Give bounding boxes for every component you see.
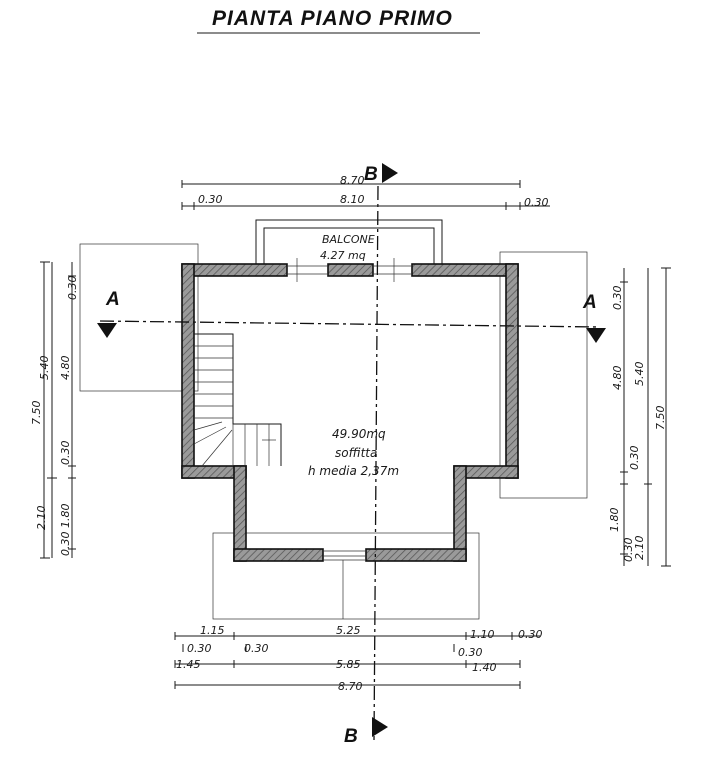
walls — [181, 263, 519, 562]
wall-top-right — [411, 263, 519, 277]
dim-bottom-r2-left2: 0.30 — [244, 642, 269, 655]
dim-left-030b: 0.30 — [59, 441, 72, 466]
dim-right-480: 4.80 — [611, 366, 624, 391]
dim-right-180: 1.80 — [608, 508, 621, 533]
roof-slab-bottom — [212, 532, 480, 620]
wall-top-center — [327, 263, 374, 277]
dim-bottom-r3-right: 1.40 — [472, 661, 497, 674]
wall-bottom-left — [233, 548, 324, 562]
dim-top-right: 0.30 — [524, 196, 549, 209]
room-area: 49.90mq — [332, 427, 386, 441]
dim-bottom-r1-right1: 1.10 — [470, 628, 495, 641]
dim-right-030c: 0.30 — [622, 538, 635, 563]
dim-right-lower: 2.10 — [633, 536, 646, 561]
dim-left-480: 4.80 — [59, 356, 72, 381]
staircase — [193, 333, 282, 467]
dim-left-upper: 5.40 — [38, 356, 51, 381]
dim-left-030c: 0.30 — [59, 532, 72, 557]
wall-lower-left — [233, 465, 247, 562]
dim-bottom-r1-mid: 5.25 — [336, 624, 361, 637]
wall-left — [181, 263, 195, 479]
dim-bottom-r4-total: 8.70 — [338, 680, 363, 693]
roof-slab-left — [79, 243, 199, 392]
plan-title: PIANTA PIANO PRIMO — [212, 7, 453, 30]
dim-right-lines — [620, 267, 671, 567]
section-a-right-arrow — [586, 328, 606, 343]
openings — [287, 258, 412, 561]
dim-left-030a: 0.30 — [66, 276, 79, 301]
section-line-a — [99, 320, 601, 328]
dim-bottom-lines — [174, 632, 540, 689]
balcony-area: 4.27 mq — [320, 249, 366, 262]
dim-bottom-r1-right2: 0.30 — [518, 628, 543, 641]
section-b-top-label: B — [364, 164, 378, 185]
dim-top-mid: 8.10 — [340, 193, 365, 206]
dim-bottom-r3-left: 1.45 — [176, 658, 201, 671]
section-line-b — [373, 185, 379, 741]
dim-top-left: 0.30 — [198, 193, 223, 206]
wall-lower-right — [453, 465, 467, 562]
dim-left-lines — [40, 261, 76, 559]
dim-right-upper: 5.40 — [633, 362, 646, 387]
balcony-label: BALCONE — [322, 233, 375, 246]
dim-bottom-r1-left: 1.15 — [200, 624, 225, 637]
room-name: soffitta — [335, 446, 377, 460]
roof-slab-right — [499, 251, 588, 499]
balcony — [255, 219, 443, 268]
section-a-right-label: A — [582, 292, 597, 313]
dim-left-lower: 2.10 — [35, 506, 48, 531]
wall-bottom-right — [365, 548, 467, 562]
dim-right-030b: 0.30 — [628, 446, 641, 471]
section-b-bottom-label: B — [344, 726, 358, 747]
dim-top-total: 8.70 — [340, 174, 365, 187]
section-b-top-arrow — [382, 163, 398, 183]
dim-top-lines — [181, 180, 550, 210]
wall-right — [505, 263, 519, 479]
section-b-bottom-arrow — [372, 717, 388, 737]
dim-bottom-r2-right: 0.30 — [458, 646, 483, 659]
wall-top-left — [181, 263, 288, 277]
dim-left-total: 7.50 — [30, 401, 43, 426]
dim-right-030a: 0.30 — [611, 286, 624, 311]
dim-left-180: 1.80 — [59, 504, 72, 529]
room-height: h media 2,37m — [308, 464, 399, 478]
dim-bottom-r3-mid: 5.85 — [336, 658, 361, 671]
dim-bottom-r2-left1: 0.30 — [187, 642, 212, 655]
section-a-left-arrow — [97, 323, 117, 338]
section-a-left-label: A — [105, 289, 120, 310]
dim-right-total: 7.50 — [654, 406, 667, 431]
